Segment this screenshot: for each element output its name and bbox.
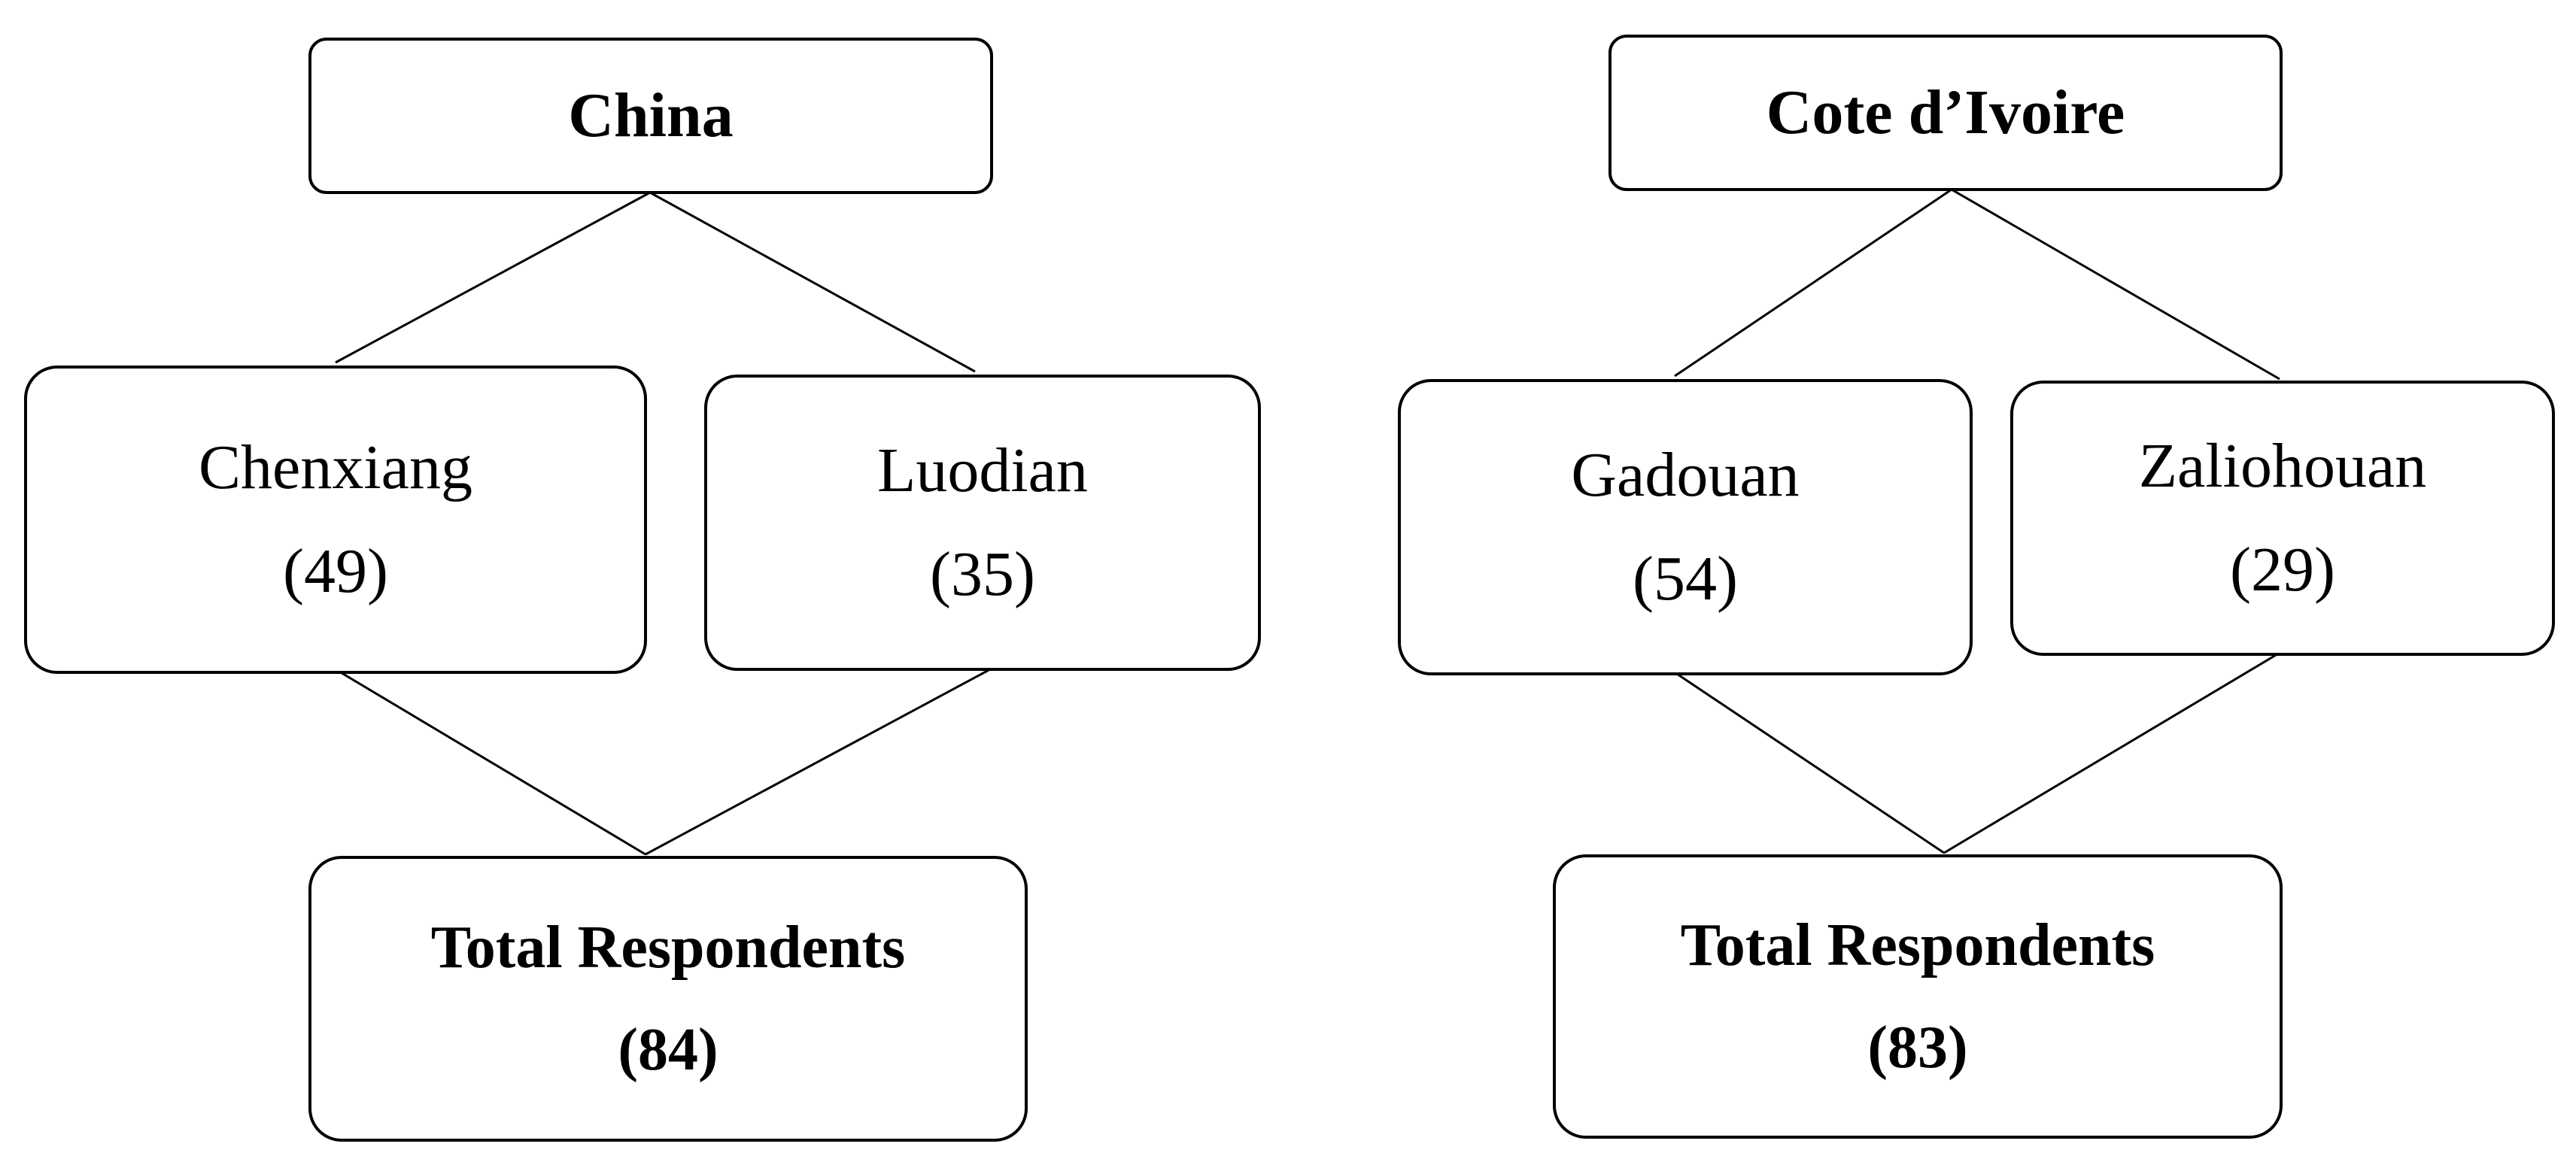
connector-gadouan-to-total [1674, 671, 1945, 854]
site-name: Chenxiang [199, 432, 472, 502]
site-count: (49) [283, 536, 388, 606]
connector-chenxiang-to-total [335, 668, 646, 856]
site-count: (54) [1633, 544, 1738, 614]
site-box-zaliohouan: Zaliohouan (29) [2010, 381, 2555, 656]
site-name: Zaliohouan [2138, 431, 2427, 501]
total-box-cote-divoire: Total Respondents (83) [1553, 854, 2283, 1139]
total-box-china: Total Respondents (84) [308, 856, 1028, 1142]
site-box-gadouan: Gadouan (54) [1398, 379, 1973, 675]
site-name: Gadouan [1571, 440, 1800, 510]
total-label: Total Respondents [1680, 912, 2155, 978]
country-label: Cote d’Ivoire [1766, 77, 2125, 147]
country-box-china: China [308, 38, 993, 194]
connector-cote-to-gadouan [1674, 188, 1952, 378]
connector-cote-to-zaliohouan [1951, 188, 2280, 381]
connector-china-to-luodian [649, 191, 976, 373]
site-count: (35) [930, 539, 1035, 609]
connector-luodian-to-total [645, 668, 991, 856]
total-label: Total Respondents [430, 915, 906, 981]
connector-china-to-chenxiang [335, 191, 651, 364]
site-count: (29) [2230, 535, 2335, 605]
site-box-chenxiang: Chenxiang (49) [24, 366, 647, 674]
site-box-luodian: Luodian (35) [704, 375, 1261, 671]
site-name: Luodian [877, 435, 1088, 505]
country-box-cote-divoire: Cote d’Ivoire [1608, 35, 2283, 191]
country-label: China [568, 80, 734, 150]
total-count: (83) [1867, 1015, 1968, 1081]
total-count: (84) [618, 1017, 718, 1083]
connector-zaliohouan-to-total [1943, 651, 2280, 854]
